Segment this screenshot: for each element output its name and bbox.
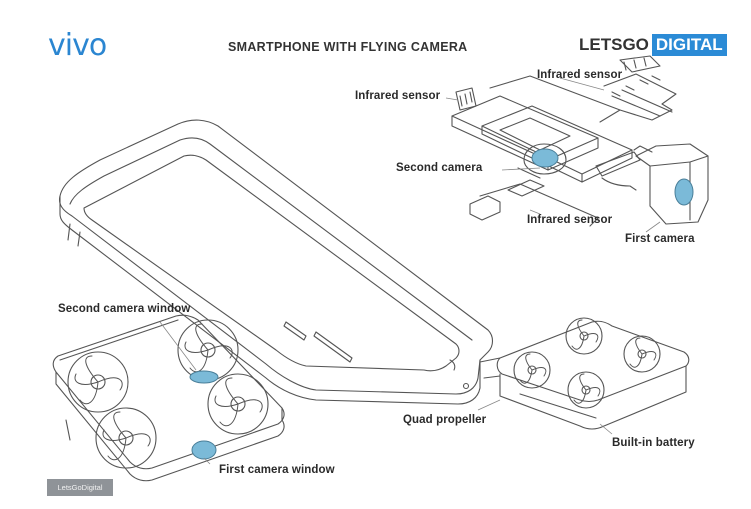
logo-letsgo: LETSGO — [579, 35, 649, 54]
letsgodigital-logo: LETSGO DIGITAL — [579, 34, 727, 56]
first-camera-lens — [674, 178, 694, 206]
drone-drawing — [52, 314, 285, 482]
smartphone-drawing — [58, 119, 494, 405]
label-second-camera: Second camera — [396, 162, 483, 174]
label-first-camera-window: First camera window — [219, 464, 335, 476]
second-camera-lens — [531, 148, 559, 168]
label-built-in-battery: Built-in battery — [612, 437, 695, 449]
label-quad-propeller: Quad propeller — [403, 414, 487, 426]
propeller-blades — [74, 319, 657, 461]
leader-lines — [159, 77, 661, 465]
logo-digital: DIGITAL — [651, 34, 727, 56]
docked-drone-drawing — [479, 317, 690, 430]
first-camera-window — [191, 440, 217, 460]
label-first-camera: First camera — [625, 233, 695, 245]
camera-module-drawing — [451, 55, 709, 227]
watermark-badge: LetsGoDigital — [47, 479, 113, 496]
label-infrared-sensor-bottom: Infrared sensor — [527, 214, 613, 226]
blue-accents — [189, 148, 694, 460]
diagram-title: SMARTPHONE WITH FLYING CAMERA — [228, 40, 468, 54]
second-camera-window — [189, 370, 219, 384]
label-infrared-sensor-top: Infrared sensor — [537, 69, 623, 81]
label-second-camera-window: Second camera window — [58, 303, 191, 315]
vivo-logo: vivo — [48, 28, 107, 63]
label-infrared-sensor-left: Infrared sensor — [355, 90, 441, 102]
